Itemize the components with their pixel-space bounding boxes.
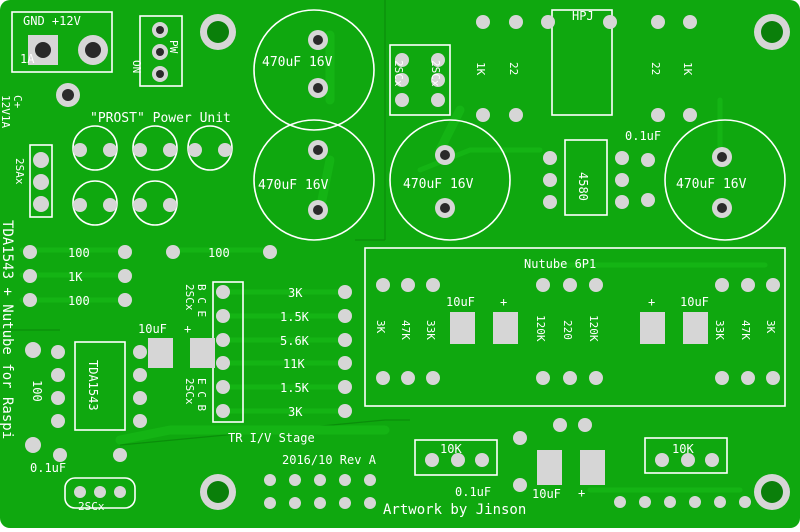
switch-on-label: ON bbox=[130, 60, 143, 73]
revision-label: 2016/10 Rev A bbox=[282, 453, 377, 467]
nutube-120k-b-label: 120K bbox=[587, 315, 600, 342]
cap-rating-label: 12V1A bbox=[0, 95, 12, 128]
power-header-label: GND +12V bbox=[23, 14, 81, 28]
resistor-bank-left bbox=[23, 245, 277, 307]
q-2scx-top2-label: 2SCx bbox=[429, 60, 442, 87]
opamp-4580 bbox=[543, 139, 655, 216]
nutube-section bbox=[364, 247, 786, 407]
resistor-22-top1-label: 22 bbox=[507, 62, 520, 75]
cap-470-2-label: 470uF 16V bbox=[258, 178, 329, 193]
resistor-100-a-label: 100 bbox=[68, 246, 90, 260]
pot-10k-b-label: 10K bbox=[672, 442, 694, 456]
cap-01uf-left-label: 0.1uF bbox=[30, 461, 66, 475]
cap-470-3-label: 470uF 16V bbox=[403, 177, 474, 192]
cap-polarity-label: C+ bbox=[11, 95, 24, 109]
resistor-100-d-label: 100 bbox=[30, 380, 44, 402]
resistor-15k-b-label: 1.5K bbox=[280, 381, 310, 395]
output-section bbox=[414, 418, 751, 508]
nutube-plus-left-label: + bbox=[500, 295, 507, 309]
transistor-2sax bbox=[29, 144, 53, 218]
resistor-3k-a-label: 3K bbox=[288, 286, 303, 300]
power-connector bbox=[11, 11, 113, 107]
resistor-1k-top2-label: 1K bbox=[681, 62, 694, 76]
transistor-2sax-label: 2SAx bbox=[13, 158, 26, 185]
resistor-3k-b-label: 3K bbox=[288, 405, 303, 419]
tda1543-chip bbox=[25, 341, 147, 509]
q-2scx-bottom-label: 2SCx bbox=[78, 500, 105, 513]
cap-01uf-bottom-label: 0.1uF bbox=[455, 485, 491, 499]
cap-01uf-top-label: 0.1uF bbox=[625, 129, 661, 143]
nutube-3k-right-label: 3K bbox=[764, 320, 777, 334]
hpj-label: HPJ bbox=[572, 9, 594, 23]
nutube-47k-left-label: 47K bbox=[399, 320, 412, 340]
tr-2scx-a-label: 2SCx bbox=[183, 284, 196, 311]
power-switch bbox=[139, 15, 183, 87]
nutube-220-label: 220 bbox=[561, 320, 574, 340]
diode-array bbox=[72, 125, 233, 226]
nutube-10uf-left-label: 10uF bbox=[446, 295, 475, 309]
resistor-56k-label: 5.6K bbox=[280, 334, 310, 348]
resistor-1k-a-label: 1K bbox=[68, 270, 83, 284]
nutube-plus-right-label: + bbox=[648, 295, 655, 309]
electrolytic-caps bbox=[253, 9, 786, 241]
tr-stage-label: TR I/V Stage bbox=[228, 431, 315, 445]
cap-10uf-left-label: 10uF bbox=[138, 322, 167, 336]
resistor-100-c-label: 100 bbox=[208, 246, 230, 260]
tr-bce-label: B C E bbox=[195, 284, 208, 317]
cap-plus-bottom-label: + bbox=[578, 486, 585, 500]
nutube-10uf-right-label: 10uF bbox=[680, 295, 709, 309]
nutube-label: Nutube 6P1 bbox=[524, 257, 596, 271]
resistor-1k-top1-label: 1K bbox=[474, 62, 487, 76]
nutube-33k-left-label: 33K bbox=[424, 320, 437, 340]
q-2scx-top1-label: 2SCx bbox=[392, 60, 405, 87]
gpio-header bbox=[264, 474, 376, 509]
resistor-22-top2-label: 22 bbox=[649, 62, 662, 75]
cap-plus-left-label: + bbox=[184, 322, 191, 336]
hp-output-section bbox=[389, 9, 697, 122]
nutube-120k-a-label: 120K bbox=[534, 315, 547, 342]
copper-traces bbox=[0, 0, 768, 493]
mounting-holes bbox=[200, 14, 790, 510]
cap-10uf-bottom-label: 10uF bbox=[532, 487, 561, 501]
opamp-label: 4580 bbox=[576, 172, 590, 201]
power-unit-label: "PROST" Power Unit bbox=[90, 111, 231, 126]
board-title-label: TDA1543 + Nutube for Raspi bbox=[0, 220, 15, 439]
power-current-label: 1A bbox=[20, 52, 35, 66]
tr-2scx-b-label: 2SCx bbox=[183, 378, 196, 405]
resistor-100-b-label: 100 bbox=[68, 294, 90, 308]
cap-470-1-label: 470uF 16V bbox=[262, 55, 333, 70]
nutube-33k-right-label: 33K bbox=[713, 320, 726, 340]
dac-chip-label: TDA1543 bbox=[86, 360, 100, 411]
resistor-15k-a-label: 1.5K bbox=[280, 310, 310, 324]
artwork-label: Artwork by Jinson bbox=[383, 502, 526, 518]
resistor-11k-label: 11K bbox=[283, 357, 305, 371]
tr-ecb-label: E C B bbox=[195, 378, 208, 411]
nutube-47k-right-label: 47K bbox=[739, 320, 752, 340]
cap-470-4-label: 470uF 16V bbox=[676, 177, 747, 192]
switch-pw-label: PW bbox=[167, 40, 180, 54]
nutube-3k-left-label: 3K bbox=[374, 320, 387, 334]
tr-iv-stage bbox=[148, 281, 352, 423]
pot-10k-a-label: 10K bbox=[440, 442, 462, 456]
